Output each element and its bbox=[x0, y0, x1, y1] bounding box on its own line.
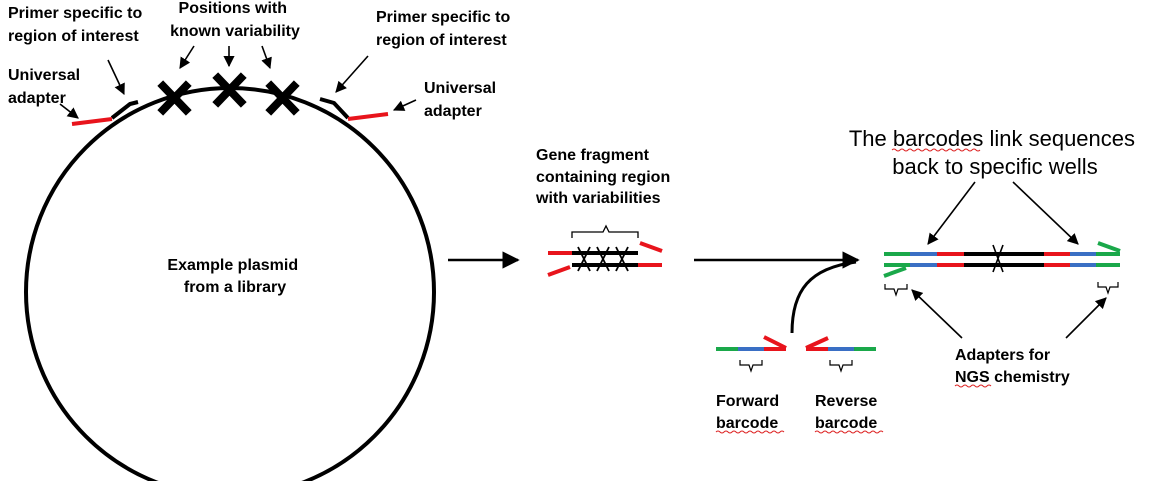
arrow-barcode-left bbox=[927, 181, 976, 245]
label-fragment: Gene fragment containing region with var… bbox=[535, 147, 675, 207]
label-plasmid: Example plasmid from a library bbox=[167, 257, 302, 296]
variability-mark bbox=[157, 80, 192, 116]
arrow-barcode-right bbox=[1012, 181, 1079, 245]
spellcheck-underline bbox=[891, 148, 981, 152]
merge-curve bbox=[790, 260, 857, 334]
arrow-positions-3 bbox=[261, 45, 272, 70]
arrow-adapter-right bbox=[392, 99, 417, 111]
spellcheck-underline bbox=[954, 384, 992, 388]
label-forward-barcode: Forward barcode bbox=[716, 393, 784, 432]
arrow-adapter-ngs-right bbox=[1065, 297, 1107, 339]
label-adapter-right: Universal adapter bbox=[424, 80, 501, 120]
ngs-adapter-bracket-right bbox=[1097, 282, 1119, 295]
barcoded-amplicon bbox=[883, 241, 1121, 278]
fragment-bracket bbox=[571, 224, 639, 238]
reverse-barcode-bracket bbox=[829, 360, 853, 373]
label-adapter-left: Universal adapter bbox=[8, 67, 85, 107]
arrow-adapter-ngs-left bbox=[911, 289, 963, 339]
label-primer-left: Primer specific to region of interest bbox=[8, 5, 147, 45]
reverse-barcode-primer bbox=[805, 336, 876, 351]
arrow-adapter-left bbox=[59, 103, 79, 119]
forward-barcode-primer bbox=[716, 335, 787, 351]
ngs-adapter-bracket-left bbox=[884, 284, 908, 297]
label-positions: Positions with known variability bbox=[170, 0, 300, 40]
arrow-primer-left bbox=[107, 59, 125, 96]
spellcheck-underline bbox=[715, 430, 785, 434]
primer-right bbox=[319, 97, 350, 120]
variability-mark bbox=[265, 80, 300, 116]
arrow-positions-1 bbox=[179, 45, 195, 69]
variability-mark bbox=[212, 72, 247, 108]
adapter-right bbox=[347, 112, 389, 121]
label-reverse-barcode: Reverse barcode bbox=[815, 393, 882, 432]
label-primer-right: Primer specific to region of interest bbox=[376, 9, 515, 49]
label-adapters-ngs: Adapters for NGS chemistry bbox=[955, 347, 1070, 386]
label-barcodes-link: The barcodes link sequences back to spec… bbox=[849, 126, 1141, 179]
primer-left bbox=[110, 100, 139, 120]
adapter-left bbox=[71, 117, 113, 126]
spellcheck-underline bbox=[814, 430, 884, 434]
arrow-primer-right bbox=[335, 55, 369, 93]
forward-barcode-bracket bbox=[739, 360, 763, 373]
gene-fragment bbox=[547, 241, 663, 277]
